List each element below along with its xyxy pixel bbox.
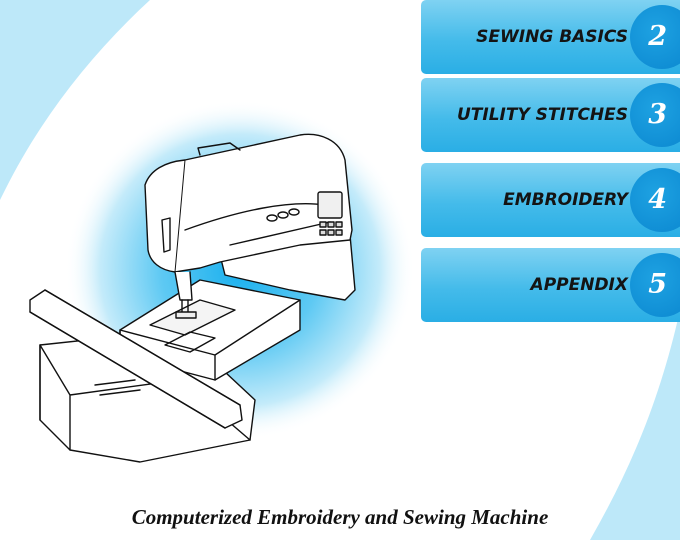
chapter-number: 4 bbox=[648, 184, 667, 215]
tab-embroidery[interactable]: EMBROIDERY 4 bbox=[421, 163, 680, 237]
lcd-display bbox=[317, 191, 343, 219]
chapter-number-badge bbox=[630, 83, 680, 147]
document-title: Computerized Embroidery and Sewing Machi… bbox=[131, 505, 549, 529]
machine-head bbox=[144, 133, 353, 273]
chapter-number: 3 bbox=[648, 99, 667, 130]
tab-label: EMBROIDERY bbox=[503, 190, 628, 210]
tab-appendix[interactable]: APPENDIX 5 bbox=[421, 248, 680, 322]
tab-utility-stitches[interactable]: UTILITY STITCHES 3 bbox=[421, 78, 680, 152]
chapter-number-badge bbox=[630, 5, 680, 69]
top-blue-arc bbox=[150, 0, 420, 54]
chapter-number: 2 bbox=[648, 21, 667, 52]
left-blue-arc bbox=[0, 0, 150, 200]
chapter-number-badge bbox=[630, 168, 680, 232]
tab-label: UTILITY STITCHES bbox=[456, 105, 628, 125]
chapter-number-badge bbox=[630, 253, 680, 317]
chapter-number: 5 bbox=[648, 269, 667, 300]
right-blue-arc bbox=[590, 310, 680, 540]
tab-label: APPENDIX bbox=[530, 275, 628, 295]
tab-sewing-basics[interactable]: SEWING BASICS 2 bbox=[421, 0, 680, 74]
tab-label: SEWING BASICS bbox=[476, 27, 628, 47]
